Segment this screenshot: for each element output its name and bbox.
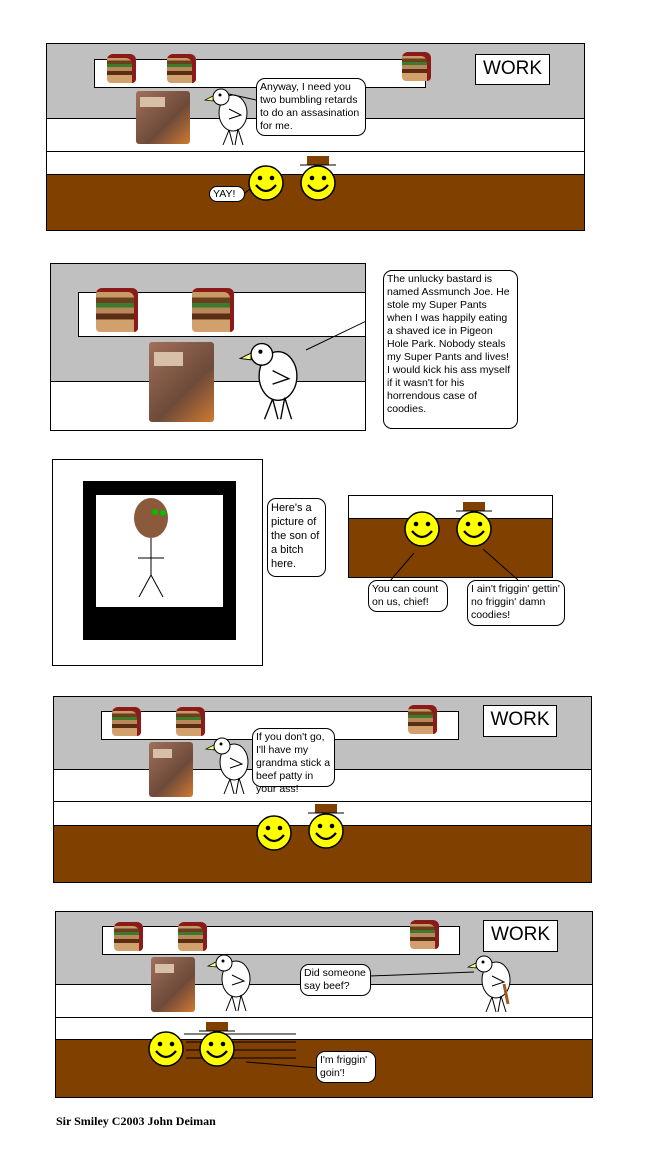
speech-bubble: I ain't friggin' gettin' no friggin' dam… xyxy=(467,580,565,626)
floor-strip xyxy=(56,1017,592,1043)
cash-register xyxy=(136,91,190,144)
bubble-tail xyxy=(369,971,475,977)
speech-bubble: I'm friggin' goin'! xyxy=(316,1051,376,1083)
speech-bubble: YAY! xyxy=(209,186,245,202)
work-sign: WORK xyxy=(483,920,558,952)
panel-3 xyxy=(52,459,263,666)
speech-bubble: You can count on us, chief! xyxy=(368,580,448,612)
menu-board xyxy=(102,926,460,955)
work-sign: WORK xyxy=(483,705,557,737)
speech-bubble: Anyway, I need you two bumbling retards … xyxy=(256,78,366,136)
burger-image xyxy=(178,922,207,951)
photo-head-icon xyxy=(134,498,168,538)
duck-icon xyxy=(205,737,249,795)
panel-4: WORK If you don't go, I'll have my grand… xyxy=(53,696,592,883)
burger-image xyxy=(114,922,143,951)
burger-image xyxy=(107,54,136,83)
burger-image xyxy=(408,705,437,734)
cash-register xyxy=(149,742,193,797)
speech-bubble: Did someone say beef? xyxy=(300,964,371,996)
speech-bubble: The unlucky bastard is named Assmunch Jo… xyxy=(383,270,518,429)
burger-image xyxy=(410,920,439,949)
burger-image xyxy=(176,707,205,736)
panel-3-inset xyxy=(348,495,553,578)
burger-image xyxy=(167,54,196,83)
cash-register xyxy=(151,957,195,1012)
smiley-with-hat-icon xyxy=(307,812,345,850)
burger-image xyxy=(96,288,138,332)
old-duck-icon xyxy=(467,955,511,1013)
characters xyxy=(204,88,337,202)
bubble-tail xyxy=(228,93,257,101)
burger-image xyxy=(192,288,234,332)
cane-icon xyxy=(502,983,510,1005)
panel-5: WORK Did someone say beef? I'm friggin' … xyxy=(55,911,593,1098)
hat-icon xyxy=(307,803,345,814)
smiley-icon xyxy=(255,814,293,852)
characters xyxy=(147,954,511,1069)
floor xyxy=(349,518,552,577)
bubble-tail xyxy=(305,321,365,351)
panel-2 xyxy=(50,263,366,431)
assmunch-joe-figure xyxy=(134,498,168,598)
burger-image xyxy=(112,707,141,736)
smiley-with-hat-icon xyxy=(198,1030,236,1068)
hat-icon xyxy=(198,1021,236,1032)
speech-bubble: If you don't go, I'll have my grandma st… xyxy=(252,728,335,795)
copyright-caption: Sir Smiley C2003 John Deiman xyxy=(56,1114,216,1128)
work-sign: WORK xyxy=(475,54,550,85)
smiley-icon xyxy=(147,1030,185,1068)
bubble-tails xyxy=(389,548,519,582)
speech-bubble: Here's a picture of the son of a bitch h… xyxy=(267,498,326,577)
characters xyxy=(205,737,345,852)
burger-image xyxy=(402,52,431,81)
cash-register xyxy=(149,342,214,422)
characters xyxy=(239,321,365,420)
duck-icon xyxy=(207,954,251,1012)
panel-1: WORK Anyway, I need you two bumbling ret… xyxy=(46,43,585,231)
